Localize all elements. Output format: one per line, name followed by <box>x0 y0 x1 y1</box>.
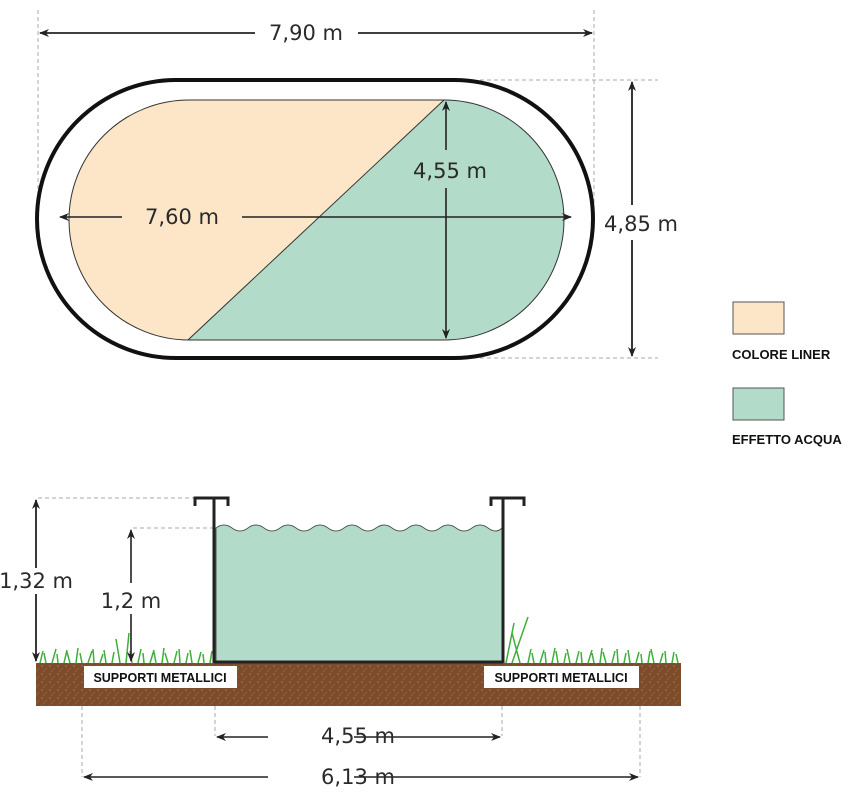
side-view: 1,32 m 1,2 m SUPPORTI METALLICI SUPPORTI… <box>0 496 681 789</box>
water-area <box>187 100 564 340</box>
side-inner-width-label: 4,55 m <box>321 724 395 748</box>
side-outer-width-label: 6,13 m <box>321 765 395 789</box>
legend-label-water: EFFETTO ACQUA <box>732 432 842 447</box>
total-height-label: 1,32 m <box>0 569 73 593</box>
support-label-left: SUPPORTI METALLICI <box>93 671 226 685</box>
pool-walls <box>193 496 526 664</box>
grass <box>39 616 679 664</box>
outer-length-label: 7,90 m <box>269 21 343 45</box>
legend-swatch-water <box>732 387 785 421</box>
water-height-label: 1,2 m <box>101 589 162 613</box>
support-label-right: SUPPORTI METALLICI <box>494 671 627 685</box>
legend-swatch-liner <box>732 301 785 335</box>
outer-width-label: 4,85 m <box>604 212 678 236</box>
legend-label-liner: COLORE LINER <box>732 347 831 362</box>
inner-width-label: 4,55 m <box>413 159 487 183</box>
top-view: 7,90 m 7,60 m 4,55 m 4,85 m <box>35 10 678 360</box>
legend: COLORE LINER EFFETTO ACQUA <box>732 301 842 447</box>
inner-length-label: 7,60 m <box>145 205 219 229</box>
water-body <box>215 524 503 663</box>
